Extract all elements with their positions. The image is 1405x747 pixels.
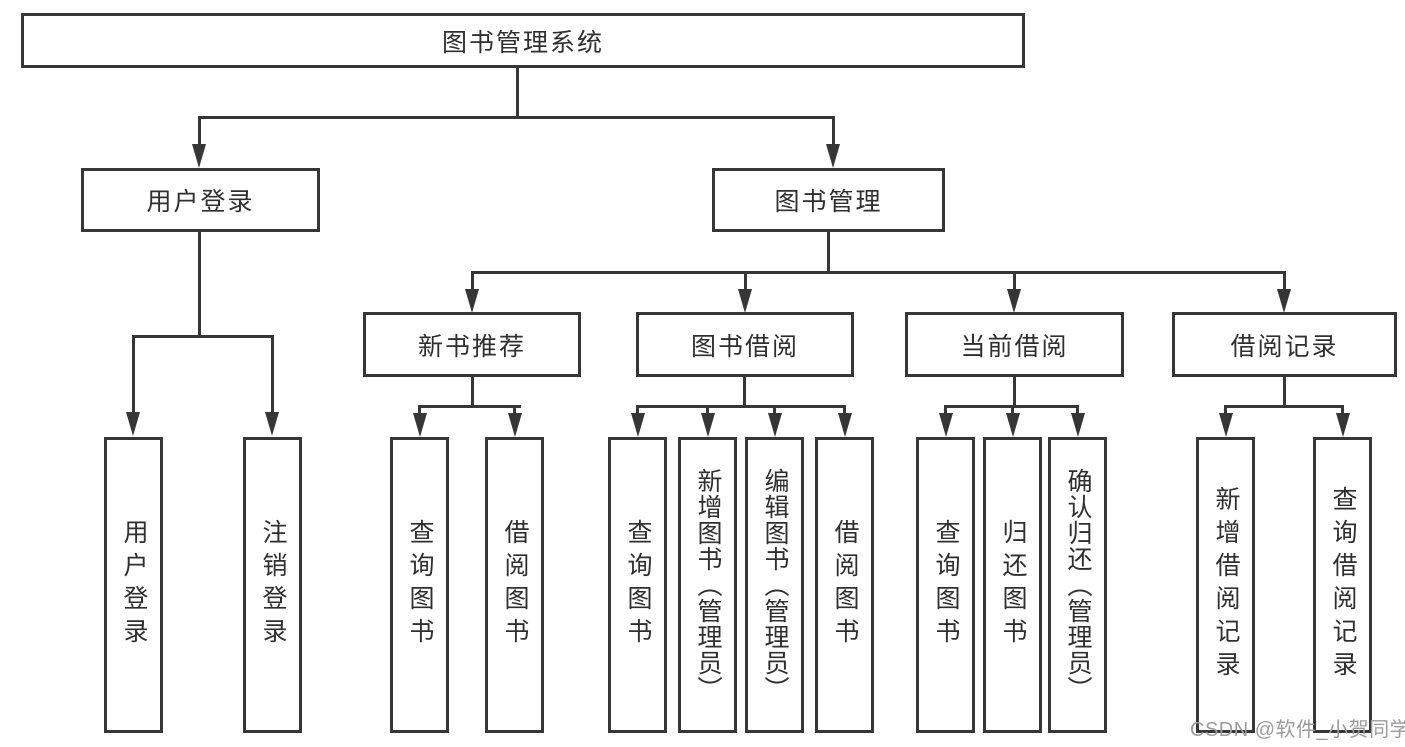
connector-line [743,377,746,407]
connector-line [827,232,830,273]
leaf-label: 新增图书（管理员） [694,468,722,702]
connector-line [1011,407,1014,415]
arrowhead-icon [465,289,479,313]
arrowhead-icon [701,413,715,437]
node-borrowing-records: 借阅记录 [1172,312,1397,377]
connector-line [418,407,421,415]
leaf-user-login: 用户登录 [104,437,163,733]
leaf-logout: 注销登录 [243,437,302,733]
leaf-query-books-recommend: 查询图书 [390,437,449,733]
arrowhead-icon [1277,289,1291,313]
connector-line [706,407,709,415]
leaf-label: 查询图书 [624,519,652,651]
connector-line [1224,405,1344,408]
connector-line [132,337,135,414]
connector-line [418,405,521,408]
arrowhead-icon [1336,413,1350,437]
leaf-label: 新增借阅记录 [1212,486,1240,684]
arrowhead-icon [265,412,279,436]
connector-line [832,116,835,146]
node-user-login: 用户登录 [81,168,320,232]
connector-line [1224,407,1227,415]
node-label: 新书推荐 [417,332,526,361]
node-book-management: 图书管理 [712,168,945,232]
leaf-label: 查询借阅记录 [1329,486,1357,684]
node-label: 图书管理系统 [441,28,604,57]
csdn-watermark: CSDN @软件_小贺同学 [1190,719,1405,741]
leaf-label: 归还图书 [999,519,1027,651]
arrowhead-icon [738,289,752,313]
leaf-confirm-return-admin: 确认归还（管理员） [1048,437,1107,733]
arrowhead-icon [838,413,852,437]
arrowhead-icon [1006,413,1020,437]
connector-line [843,407,846,415]
connector-line [198,116,835,119]
connector-line [1283,273,1286,291]
connector-line [944,407,947,415]
connector-line [471,271,1286,274]
leaf-label: 注销登录 [259,519,287,651]
leaf-return-books: 归还图书 [983,437,1042,733]
node-label: 借阅记录 [1230,332,1339,361]
leaf-borrow-books-recommend: 借阅图书 [485,437,544,733]
node-label: 图书借阅 [690,332,799,361]
connector-line [744,273,747,291]
arrowhead-icon [413,413,427,437]
node-label: 当前借阅 [960,332,1069,361]
arrowhead-icon [826,144,840,168]
leaf-add-books-admin: 新增图书（管理员） [678,437,737,733]
arrowhead-icon [126,412,140,436]
connector-line [1341,407,1344,415]
connector-line [1013,273,1016,291]
leaf-borrow-books: 借阅图书 [815,437,874,733]
leaf-query-books-borrow: 查询图书 [608,437,667,733]
leaf-label: 借阅图书 [831,519,859,651]
arrowhead-icon [1007,289,1021,313]
connector-line [271,337,274,414]
leaf-label: 用户登录 [120,519,148,651]
arrowhead-icon [192,144,206,168]
leaf-edit-books-admin: 编辑图书（管理员） [745,437,804,733]
connector-line [1283,377,1286,407]
arrowhead-icon [631,413,645,437]
leaf-label: 查询图书 [406,519,434,651]
connector-line [471,273,474,291]
connector-line [513,407,516,415]
leaf-query-books-current: 查询图书 [916,437,975,733]
node-new-book-recommendation: 新书推荐 [363,312,581,377]
arrowhead-icon [939,413,953,437]
connector-line [773,407,776,415]
connector-line [636,405,846,408]
node-book-borrowing: 图书借阅 [636,312,854,377]
node-current-borrowing: 当前借阅 [905,312,1124,377]
leaf-label: 查询图书 [932,519,960,651]
connector-line [1013,377,1016,407]
arrowhead-icon [1219,413,1233,437]
arrowhead-icon [1071,413,1085,437]
node-label: 用户登录 [146,188,255,216]
connector-line [198,232,201,337]
connector-line [471,377,474,407]
arrowhead-icon [768,413,782,437]
leaf-add-borrow-record: 新增借阅记录 [1196,437,1255,733]
leaf-label: 确认归还（管理员） [1064,468,1092,702]
connector-line [636,407,639,415]
connector-line [944,405,1079,408]
connector-line [1076,407,1079,415]
leaf-label: 编辑图书（管理员） [761,468,789,702]
connector-line [198,116,201,146]
connector-line [132,335,274,338]
leaf-label: 借阅图书 [501,519,529,651]
node-label: 图书管理 [774,188,883,216]
connector-line [516,68,519,117]
node-root-library-system: 图书管理系统 [21,13,1025,68]
leaf-query-borrow-record: 查询借阅记录 [1313,437,1372,733]
arrowhead-icon [508,413,522,437]
